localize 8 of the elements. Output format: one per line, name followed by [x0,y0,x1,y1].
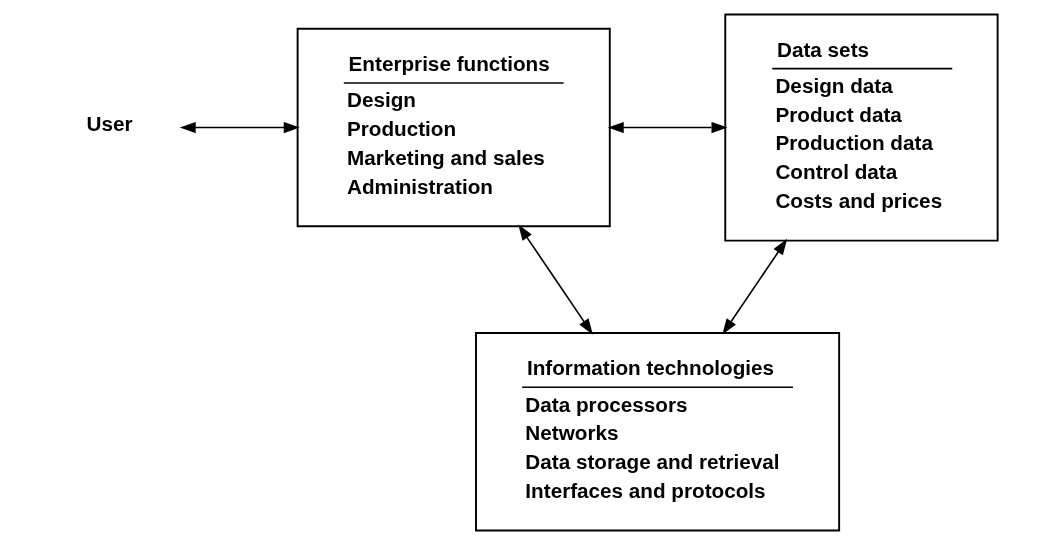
arrow [518,224,593,335]
arrow [607,121,728,134]
node-box: Information technologies Data processors Networks Data storage and retrieval Interfaces and protocols [475,332,841,532]
arrow [179,121,300,134]
node-box: Enterprise functions Design Production Marketing and sales Administration [296,27,611,228]
node-box: Data sets Design data Product data Production data Control data Costs and prices [724,13,999,242]
node-text: User [86,112,133,136]
arrow [722,238,788,335]
